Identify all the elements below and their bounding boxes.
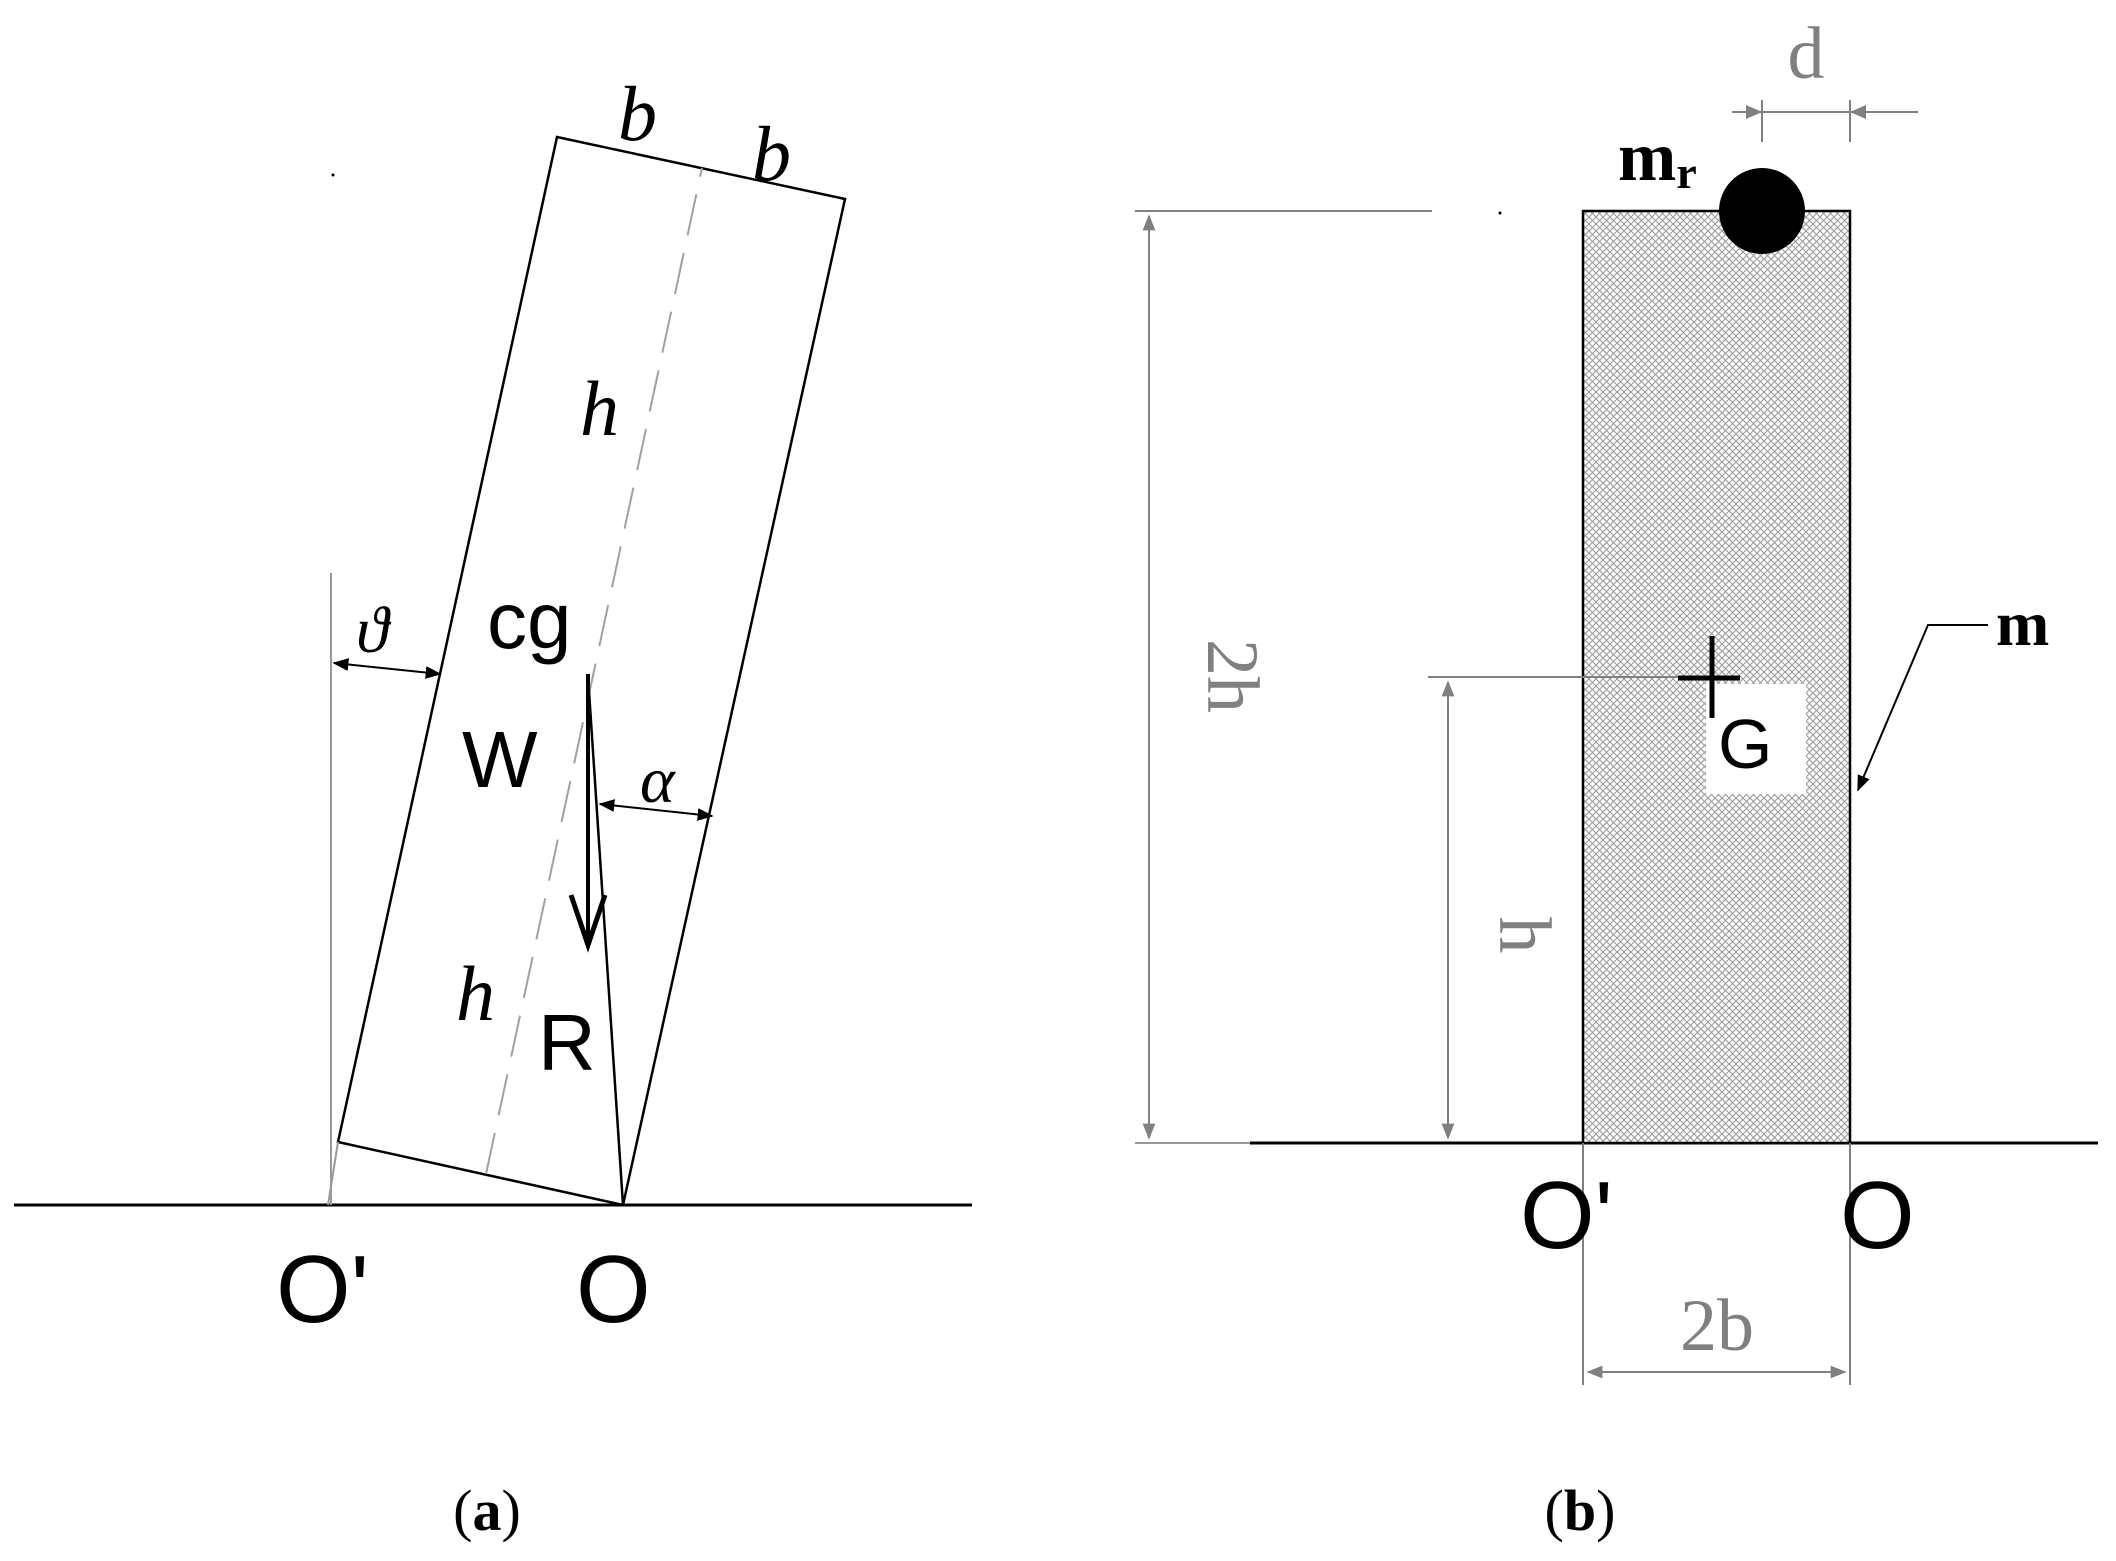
tilted-block-outline: [336, 135, 847, 1207]
label-O-prime-a: O': [276, 1236, 369, 1343]
label-O-b: O: [1840, 1162, 1915, 1269]
panel-b: 2h h 2b d mr G m O' O (b): [1135, 13, 2098, 1543]
label-G: G: [1718, 705, 1772, 783]
caption-a: (a): [453, 1478, 521, 1543]
label-O-prime-b: O': [1520, 1162, 1613, 1269]
artifact-dot-a: [331, 173, 335, 177]
label-R: R: [538, 998, 596, 1087]
artifact-dot-b: [1498, 211, 1502, 215]
label-b-right: b: [752, 110, 791, 197]
label-theta: ϑ: [356, 594, 392, 667]
label-W: W: [462, 715, 538, 804]
panel-a: b b h cg W ϑ α h R O' O (a): [14, 70, 972, 1543]
corner-projection-line: [327, 1141, 339, 1206]
dim-d-arrow-right: [1850, 105, 1866, 119]
label-h-lower: h: [456, 950, 495, 1037]
label-alpha: α: [640, 744, 676, 817]
resultant-line-R: [586, 675, 625, 1206]
weight-arrowhead: [568, 894, 608, 953]
label-O-a: O: [576, 1236, 651, 1343]
caption-b: (b): [1545, 1478, 1616, 1543]
label-b-left: b: [618, 70, 657, 157]
label-h-b: h: [1483, 917, 1565, 954]
theta-angle-arrow: [332, 658, 442, 679]
G-label-background: [1706, 684, 1806, 794]
block-centerline: [485, 167, 703, 1175]
label-d: d: [1788, 13, 1825, 95]
label-m: m: [1996, 588, 2049, 659]
label-mr: mr: [1618, 119, 1697, 198]
label-h-upper: h: [580, 365, 619, 452]
point-mass-mr: [1719, 168, 1805, 254]
alpha-angle-arrow: [598, 799, 714, 821]
label-2h: 2h: [1191, 639, 1273, 713]
label-cg: cg: [487, 576, 572, 665]
label-2b: 2b: [1680, 1285, 1754, 1367]
dim-d-arrow-left: [1746, 105, 1762, 119]
leader-m: [1857, 624, 1988, 792]
